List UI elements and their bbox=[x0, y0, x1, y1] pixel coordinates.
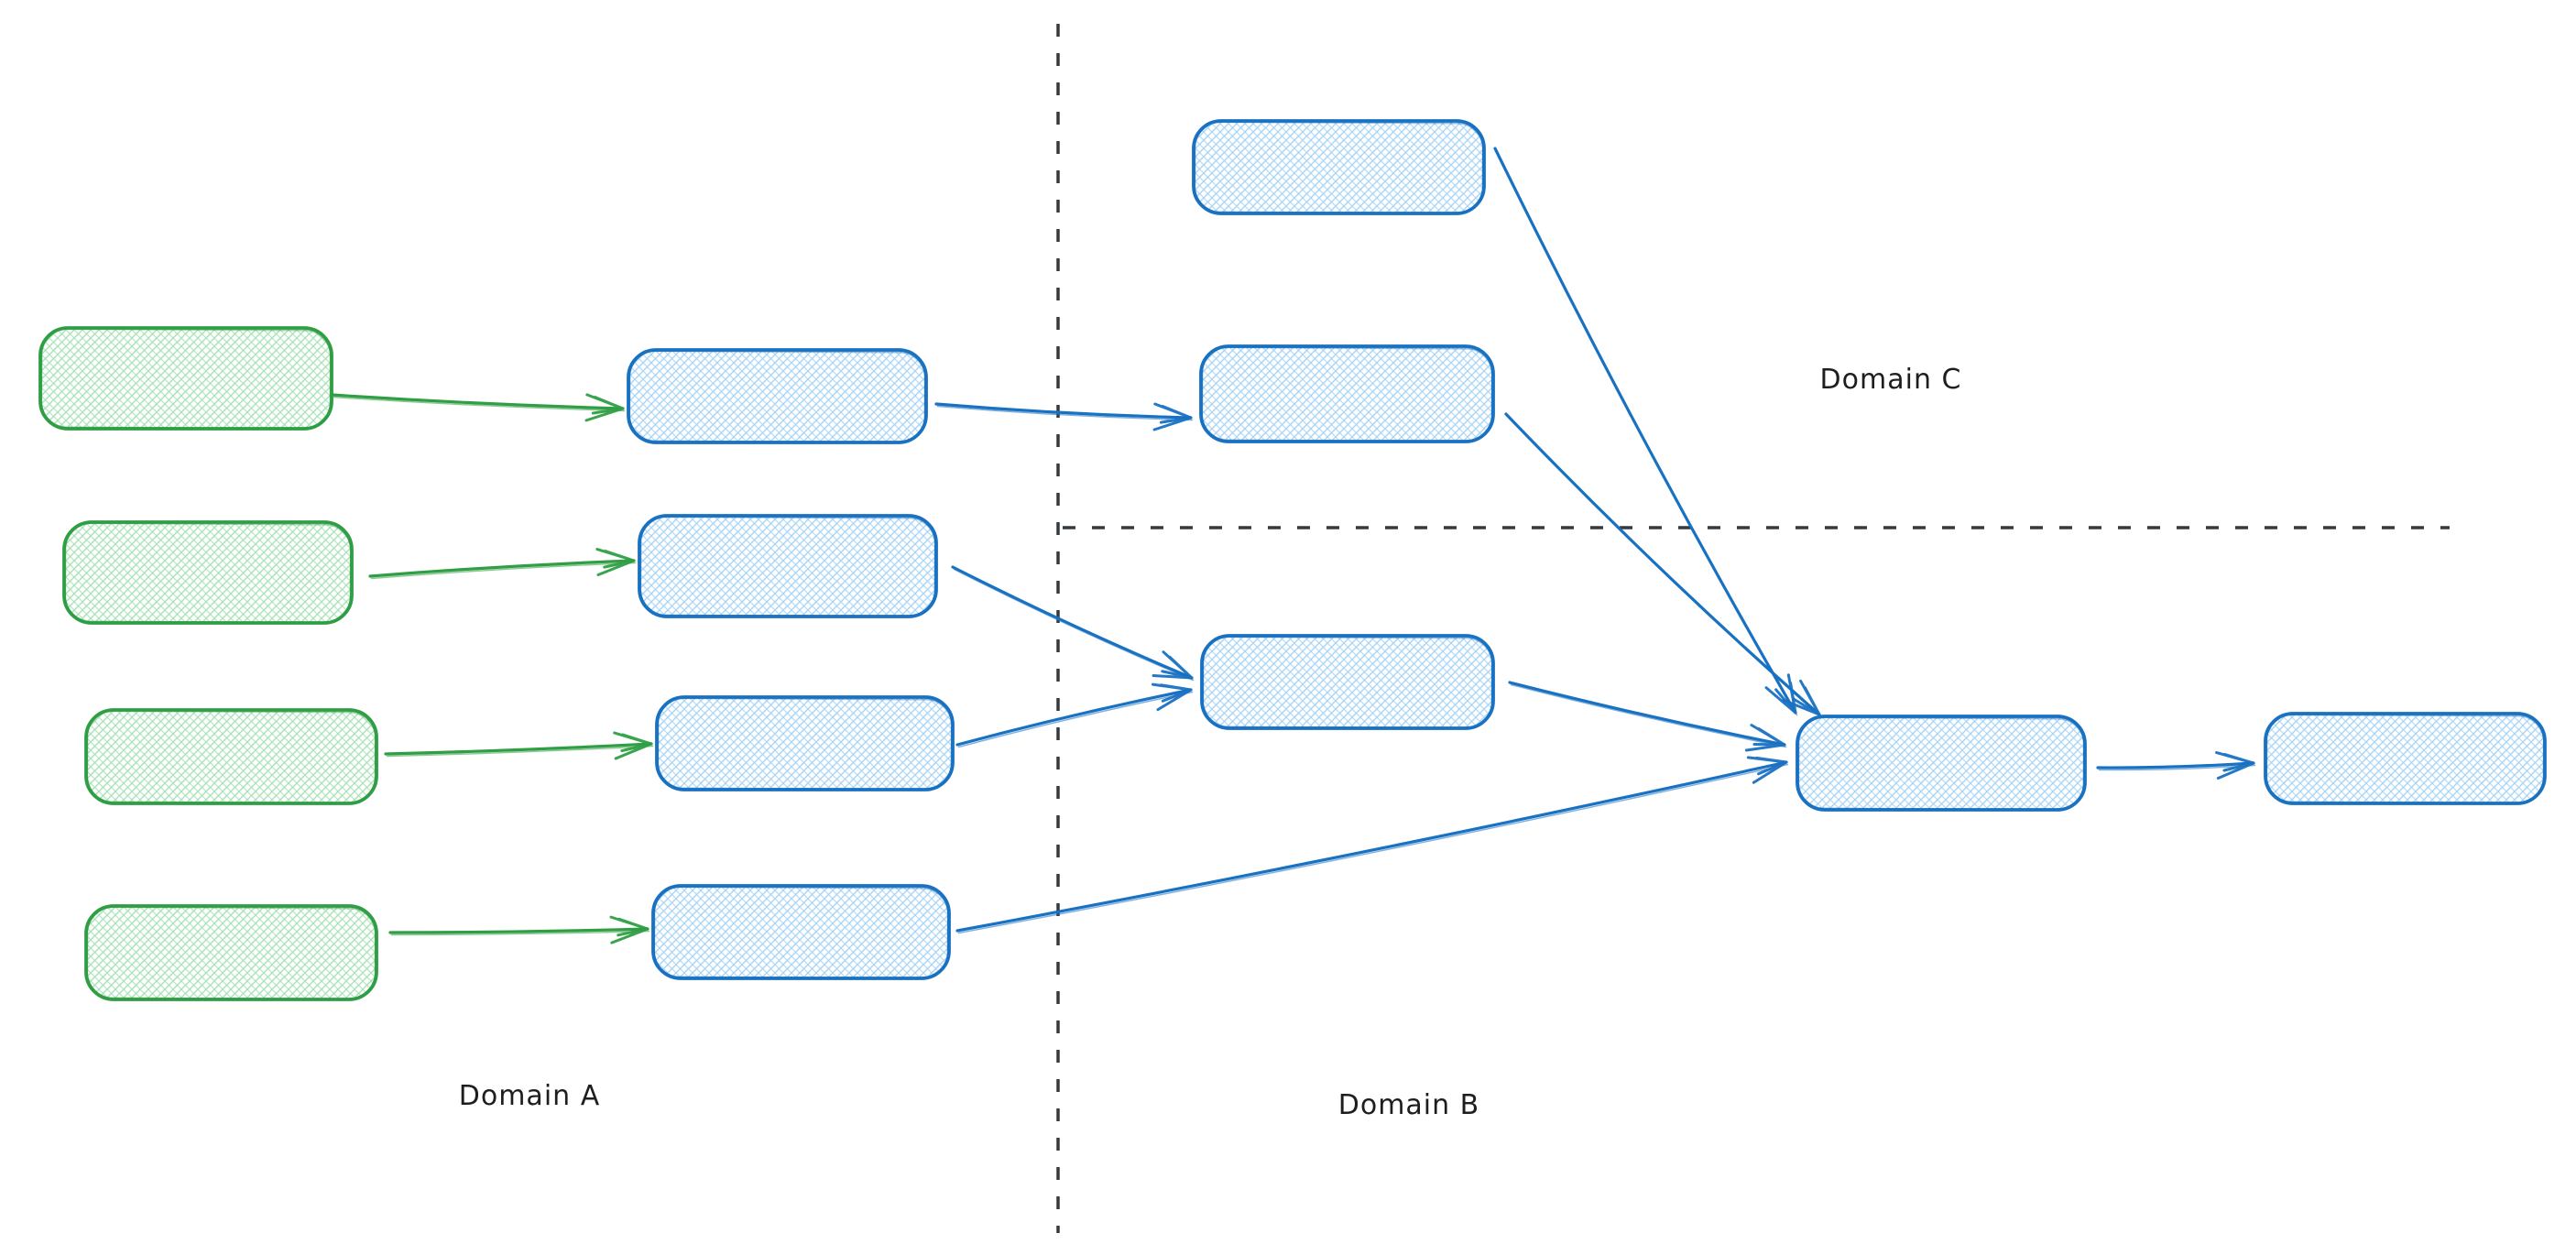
edge-a-src-3--a-proc-3[interactable] bbox=[384, 731, 654, 760]
domain-labels: Domain A Domain B Domain C bbox=[459, 364, 1962, 1121]
edge-b-node-1--b-merge[interactable] bbox=[1508, 681, 1787, 752]
edge-a-proc-1--c-node-2[interactable] bbox=[934, 402, 1194, 431]
node-a-proc-4[interactable] bbox=[651, 884, 951, 980]
node-b-merge[interactable] bbox=[1796, 715, 2087, 812]
node-c-node-1[interactable] bbox=[1192, 119, 1486, 215]
domain-dividers bbox=[1056, 24, 2450, 1233]
node-a-src-1[interactable] bbox=[38, 326, 333, 431]
node-c-node-2[interactable] bbox=[1199, 344, 1495, 443]
edge-a-proc-2--b-node-1[interactable] bbox=[951, 565, 1195, 682]
edge-b-merge--b-out[interactable] bbox=[2096, 751, 2256, 780]
edge-c-node-2--b-merge[interactable] bbox=[1504, 412, 1822, 718]
label-domain-a[interactable]: Domain A bbox=[459, 1080, 600, 1112]
node-a-src-2[interactable] bbox=[62, 520, 354, 625]
edge-c-node-1--b-merge[interactable] bbox=[1493, 147, 1798, 716]
nodes bbox=[38, 119, 2547, 1001]
node-b-node-1[interactable] bbox=[1200, 634, 1495, 730]
edge-a-src-4--a-proc-4[interactable] bbox=[388, 915, 650, 944]
node-a-proc-1[interactable] bbox=[627, 348, 928, 444]
node-b-out[interactable] bbox=[2264, 712, 2547, 805]
node-a-src-4[interactable] bbox=[84, 904, 378, 1001]
node-a-src-3[interactable] bbox=[84, 708, 378, 805]
node-a-proc-3[interactable] bbox=[655, 695, 955, 791]
edge-a-src-2--a-proc-2[interactable] bbox=[368, 548, 637, 580]
edges bbox=[330, 147, 2256, 944]
label-domain-c[interactable]: Domain C bbox=[1820, 364, 1962, 396]
edge-a-proc-3--b-node-1[interactable] bbox=[955, 682, 1194, 748]
edge-a-src-1--a-proc-1[interactable] bbox=[330, 393, 626, 422]
edge-a-proc-4--b-merge[interactable] bbox=[955, 756, 1789, 934]
label-domain-b[interactable]: Domain B bbox=[1338, 1089, 1480, 1121]
node-a-proc-2[interactable] bbox=[638, 514, 938, 618]
